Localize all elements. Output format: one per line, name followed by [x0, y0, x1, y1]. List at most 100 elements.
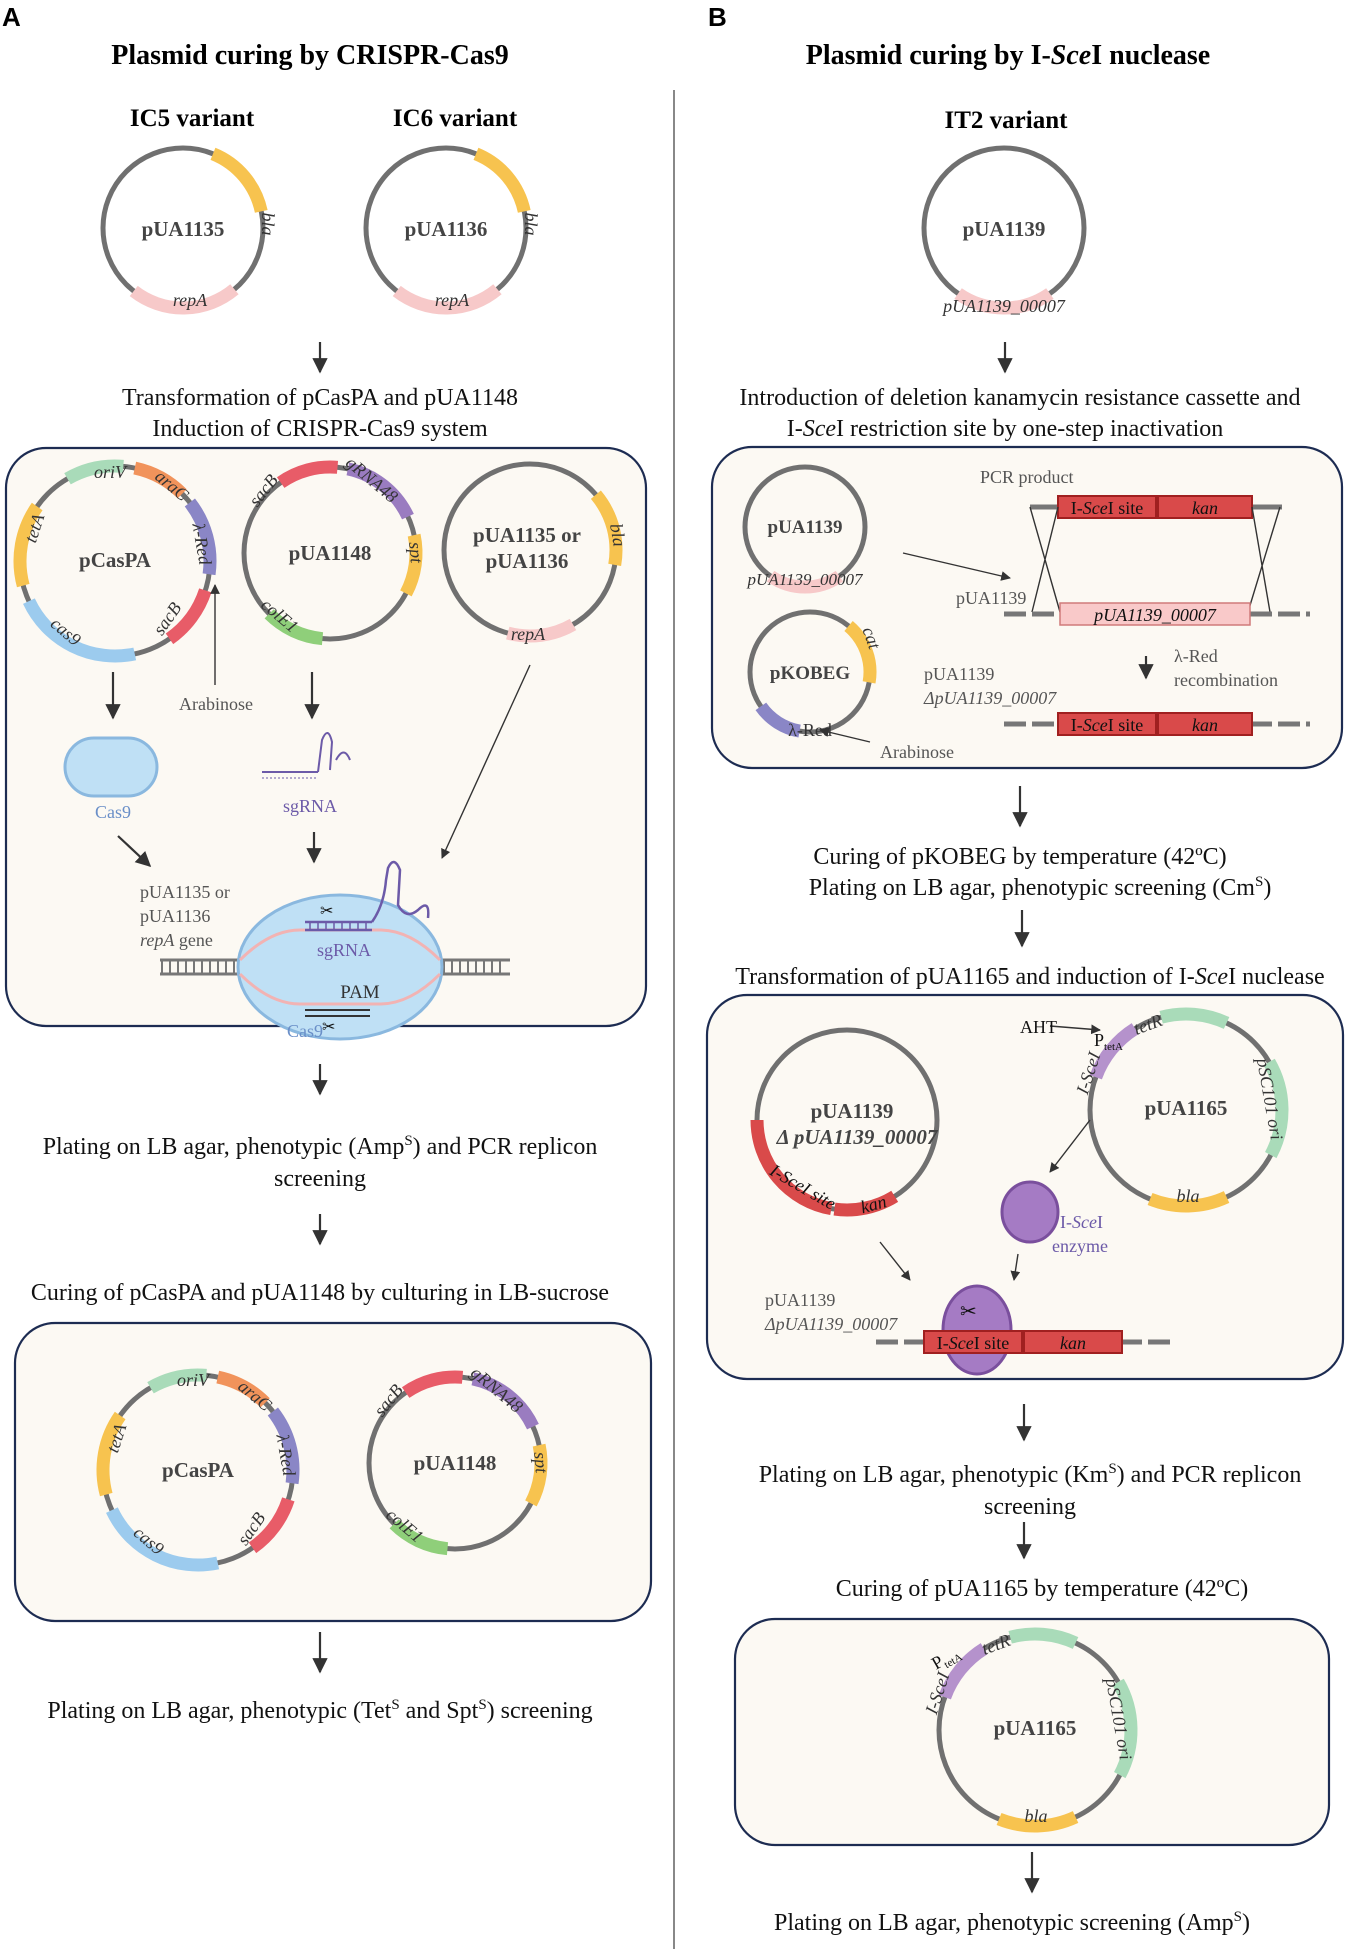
gene-arc-tetr [1008, 1627, 1079, 1649]
enzyme-label-line2: enzyme [1052, 1236, 1108, 1256]
gene-arc-cas9 [106, 1507, 220, 1572]
isce-site-label: I-SceI site [1071, 715, 1143, 735]
cas9-inner-label: Cas9 [287, 1021, 323, 1041]
gene-arc-sacb [165, 588, 212, 645]
right-step1-line1: Introduction of deletion kanamycin resis… [739, 385, 1300, 411]
gene-arc-isce [1089, 1023, 1139, 1080]
recombination-cross-right [1247, 506, 1281, 613]
plasmid-label: pCasPA [79, 548, 152, 572]
left-step1-line2: Induction of CRISPR-Cas9 system [152, 416, 488, 442]
cas9-label: Cas9 [95, 802, 131, 822]
gene-arc-sacb [401, 1370, 464, 1398]
gene-arc-spt [525, 1443, 548, 1507]
isce-site-label: I-SceI site [1071, 498, 1143, 518]
locus-label-line2: ΔpUA1139_00007 [764, 1314, 898, 1334]
plasmid-label: pUA1139 [811, 1099, 894, 1123]
pam-label: PAM [340, 982, 380, 1003]
right-step1-line2: I-SceI restriction site by one-step inac… [787, 416, 1224, 442]
gene-label-lred: λ-Red [788, 720, 832, 740]
aht-label: AHT [1020, 1017, 1057, 1037]
cleavage-locus: ✂ [876, 1284, 1172, 1376]
sgrna-inner-label: sgRNA [317, 940, 371, 960]
left-step2-line2: screening [274, 1166, 366, 1192]
plasmid-target: pUA1135 or pUA1136 bla repA [441, 461, 630, 644]
recombination-label-line2: recombination [1174, 670, 1278, 690]
isce-site-label: I-SceI site [937, 1333, 1009, 1353]
kan-label: kan [1192, 498, 1218, 518]
plasmid-pua1135: pUA1135 bla repA [100, 145, 278, 315]
gene-label-bla: bla [1176, 1186, 1199, 1206]
gene-arc-repa [766, 570, 844, 594]
cas9-protein [63, 736, 159, 798]
result-label-line2: ΔpUA1139_00007 [923, 688, 1057, 708]
plasmid-pua1165: pUA1165 tetR pSC101 ori bla I-SceI [1072, 1007, 1289, 1213]
gene-arc-cat [844, 621, 877, 684]
gene-label-repa: repA [511, 624, 546, 644]
arabinose-label: Arabinose [880, 742, 954, 762]
gene-arc-cole1 [389, 1519, 449, 1556]
ptet-label: PtetA [1094, 1030, 1123, 1053]
flow-arrow [1049, 1119, 1091, 1173]
right-step2-line1: Curing of pKOBEG by temperature (42ºC) [813, 844, 1226, 870]
target-locus [1004, 602, 1310, 626]
gene-arc-lred [184, 498, 217, 576]
gene-arc-cas9 [23, 598, 137, 663]
plasmid-pua1139-box: pUA1139 pUA1139_00007 [742, 464, 868, 594]
right-step3: Transformation of pUA1165 and induction … [735, 964, 1324, 990]
panel-label-b: B [708, 2, 727, 32]
cas9-complex: ✂ ✂ [160, 860, 510, 1041]
plasmid-label: pUA1139 [768, 517, 843, 538]
gene-arc-oriv [64, 459, 124, 485]
variant-ic5: IC5 variant [130, 105, 255, 132]
gene-arc-kan [833, 1190, 899, 1217]
gene-arc-bla [1147, 1191, 1230, 1213]
svg-text:✂: ✂ [320, 903, 333, 920]
flow-arrow [879, 1241, 911, 1281]
isce-enzyme [1000, 1180, 1060, 1244]
gene-arc-repa [506, 618, 577, 643]
plasmid-pua1139-deleted: pUA1139 Δ pUA1139_00007 I-SceI site kan [750, 1027, 940, 1217]
variant-ic6: IC6 variant [393, 105, 518, 132]
gene-label-repa: repA [173, 290, 208, 310]
locus-label-line3: repA gene [140, 930, 213, 950]
gene-arc-lred [267, 1407, 300, 1485]
sgrna-icon [262, 732, 351, 779]
left-step4: Plating on LB agar, phenotypic (TetS and… [47, 1697, 592, 1724]
right-step4-line2: screening [984, 1494, 1076, 1520]
gene-arc-psc101 [1263, 1058, 1289, 1159]
plasmid-pua1136: pUA1136 bla repA [363, 145, 541, 315]
pcr-product [1030, 495, 1282, 519]
panel-label-a: A [2, 2, 21, 32]
gene-arc-kan [750, 1119, 833, 1216]
flow-arrow [1010, 1253, 1021, 1281]
gene-arc-bla [996, 1811, 1079, 1833]
gene-label-repa: repA [435, 290, 470, 310]
right-title: Plasmid curing by I-SceI nuclease [806, 40, 1210, 71]
gene-arc-psc101 [1112, 1678, 1138, 1779]
gene-arc-isce [938, 1643, 988, 1700]
gene-arc-bla [590, 490, 623, 567]
locus-label-line1: pUA1139 [765, 1290, 835, 1310]
arc-bla [473, 147, 531, 213]
right-step4-line1: Plating on LB agar, phenotypic (KmS) and… [759, 1461, 1302, 1488]
result-locus [1004, 712, 1310, 736]
gene-arc-arac [216, 1370, 270, 1408]
gene-label-bla: bla [258, 212, 278, 235]
plasmid-label: pUA1136 [405, 217, 488, 241]
flow-arrow [902, 552, 1011, 581]
target-label: pUA1139 [956, 588, 1026, 608]
plasmid-label: pUA1135 or [473, 523, 581, 547]
gene-arc-repa [954, 288, 1054, 315]
locus-label-line2: pUA1136 [140, 906, 210, 926]
gene-arc-grna48 [346, 462, 414, 520]
gene-arc-teta [13, 502, 43, 588]
gene-arc-sacb [276, 460, 339, 489]
target-gene-label: pUA1139_00007 [1092, 605, 1217, 625]
arc-bla [210, 147, 268, 213]
plasmid-label: pUA1136 [486, 549, 569, 573]
gene-label-bla: bla [606, 522, 630, 548]
recombination-cross-left [1029, 506, 1061, 613]
plasmid-pua1139: pUA1139 pUA1139_00007 [921, 145, 1087, 316]
left-box-cured [13, 1321, 653, 1623]
gene-label-oriv: oriV [94, 462, 128, 482]
